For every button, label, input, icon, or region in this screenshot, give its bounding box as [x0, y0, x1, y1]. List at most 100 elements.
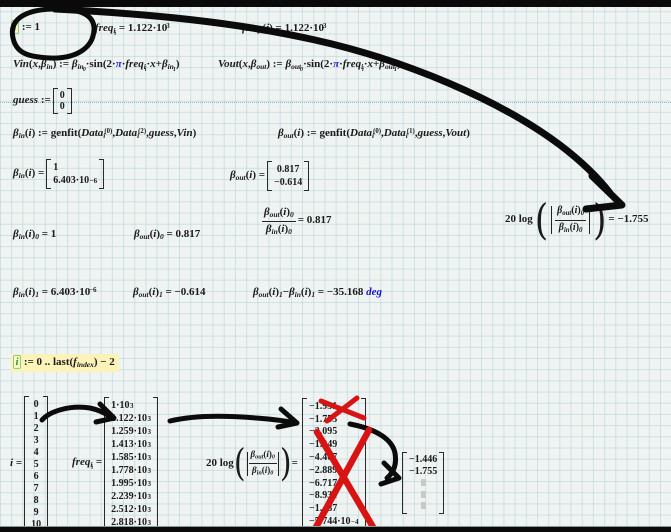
freq-table-label: freqii = [72, 455, 103, 471]
matrix-cell: 6 [33, 470, 39, 482]
bottom-border-bar [0, 526, 671, 532]
equation-bout-eval[interactable]: βout(i) = 0.817−0.614 [230, 161, 310, 191]
equation-bout1[interactable]: βout(i)1 = −0.614 [133, 286, 206, 300]
top-border-bar [0, 0, 671, 7]
matrix-cell: −4.407 [309, 452, 338, 464]
equation-bin0[interactable]: βin(i)0 = 1 [13, 228, 56, 242]
freq-vec-eval-text: freqii = 1.122·103 [95, 22, 170, 37]
matrix-cell: 5 [33, 458, 39, 470]
matrix-cell: 8 [33, 494, 39, 506]
log-result-top: = −1.755 [608, 213, 649, 226]
result-matrix: −1.446−1.755 [402, 452, 445, 514]
highlighted-var-i-range[interactable]: i [13, 355, 22, 369]
matrix-cell: 1 [53, 162, 59, 173]
matrix-cell [420, 489, 426, 501]
matrix-cell: 0 [59, 90, 65, 101]
matrix-cell [420, 500, 426, 512]
log-matrix: −1.931−1.755−2.095−1.349−4.407−2.889−6.7… [302, 398, 366, 530]
matrix-cell: −1.446 [409, 454, 438, 466]
matrix-cell: 7 [33, 482, 39, 494]
matrix-cell: −1.349 [309, 439, 338, 451]
equation-vout-def[interactable]: Vout(x,βout) := βout0·sin(2·π·freqii·x+β… [218, 58, 401, 74]
abs-bar-right [589, 206, 591, 234]
i-def-rest: := 1 [19, 21, 40, 33]
matrix-cell: 6.403·10−6 [53, 175, 98, 186]
equation-bout-genfit[interactable]: βout(i) := genfit(Datai(0),Datai(1),gues… [278, 127, 470, 141]
bout-genfit-text: βout(i) := genfit(Datai(0),Datai(1),gues… [278, 127, 470, 141]
matrix-cell: −0.614 [274, 177, 303, 188]
matrix-cell: −6.717 [309, 477, 338, 489]
log-prefix: 20 log [505, 213, 533, 226]
matrix-cell: −1.755 [409, 465, 438, 477]
equation-range-def[interactable]: i := 0 .. last(findex) − 2 [11, 354, 119, 372]
matrix-cell: −8.931 [309, 490, 338, 502]
page-break-line [0, 102, 671, 103]
equation-phase-diff[interactable]: βout(i)1−βin(i)1 = −35.168 deg [253, 286, 382, 300]
equation-freq-fn-eval[interactable]: freqi(i) = 1.122·103 [242, 22, 326, 36]
equation-ratio[interactable]: βout(i)0 βin(i)0 = 0.817 [262, 206, 332, 237]
matrix-cell: 4 [33, 446, 39, 458]
freq-fn-eval-text: freqi(i) = 1.122·103 [242, 22, 327, 36]
bin0-text: βin(i)0 = 1 [13, 228, 57, 242]
equation-freq-vector-eval[interactable]: freqii = 1.122·103 [95, 22, 170, 38]
matrix-cell: −2.889 [309, 464, 338, 476]
ratio-result: = 0.817 [297, 214, 332, 227]
table-log-values[interactable]: 20 log ( βout(i)0 βin(i)0 ) = −1.931−1.7… [206, 398, 366, 530]
bin-eval-label: βin(i) = [13, 167, 45, 181]
equation-bin-eval[interactable]: βin(i) = 1 6.403·10−6 [13, 159, 104, 189]
bout1-text: βout(i)1 = −0.614 [133, 286, 206, 300]
log-table-label: 20 log ( βout(i)0 βin(i)0 ) = [206, 441, 298, 486]
matrix-cell: 0 [33, 398, 39, 410]
left-paren: ( [534, 195, 549, 245]
equation-bin1[interactable]: βin(i)1 = 6.403·10−6 [13, 286, 97, 300]
equation-i-def[interactable]: i := 1 [11, 20, 40, 35]
i-table-label: i = [10, 457, 23, 470]
phase-diff-text: βout(i)1−βin(i)1 = −35.168 deg [253, 286, 382, 300]
log-fraction: βout(i)0 βin(i)0 [555, 205, 587, 234]
matrix-cell: −1.487 [309, 503, 338, 515]
range-def-rest: := 0 .. last(findex) − 2 [21, 356, 115, 370]
equation-log-ratio-top[interactable]: 20 log ( βout(i)0 βin(i)0 ) = −1.755 [505, 199, 649, 242]
ratio-fraction: βout(i)0 βin(i)0 [262, 206, 296, 236]
matrix-cell: 0.817 [276, 164, 300, 175]
right-paren: ) [593, 195, 607, 245]
equation-bin-genfit[interactable]: βin(i) := genfit(Datai(0),Datai(2),guess… [13, 127, 196, 141]
abs-bar-left [551, 206, 553, 234]
equation-bout0[interactable]: βout(i)0 = 0.817 [134, 228, 200, 242]
matrix-cell: −2.095 [309, 426, 338, 438]
bout-matrix: 0.817 −0.614 [267, 161, 310, 191]
matrix-cell: 3 [33, 434, 39, 446]
highlighted-var-i[interactable]: i [11, 20, 20, 34]
table-result-values[interactable]: −1.446−1.755 [402, 452, 445, 514]
matrix-cell: 9 [33, 506, 39, 518]
vout-def-text: Vout(x,βout) := βout0·sin(2·π·freqii·x+β… [218, 58, 401, 73]
matrix-cell: 10 [31, 518, 42, 530]
matrix-cell: 0 [59, 101, 65, 112]
ink-arrowhead-3 [378, 460, 402, 487]
bin1-text: βin(i)1 = 6.403·10−6 [13, 286, 97, 300]
bin-matrix: 1 6.403·10−6 [46, 159, 104, 189]
matrix-cell: −1.755 [309, 413, 338, 425]
matrix-cell: −1.931 [309, 400, 338, 412]
bin-genfit-text: βin(i) := genfit(Datai(0),Datai(2),guess… [13, 127, 197, 141]
bout0-text: βout(i)0 = 0.817 [134, 228, 201, 242]
vin-def-text: Vin(x,βin) := βin0·sin(2·π·freqii·x+βin1… [13, 58, 180, 73]
matrix-cell: 1 [33, 410, 39, 422]
equation-vin-def[interactable]: Vin(x,βin) := βin0·sin(2·π·freqii·x+βin1… [13, 58, 180, 74]
